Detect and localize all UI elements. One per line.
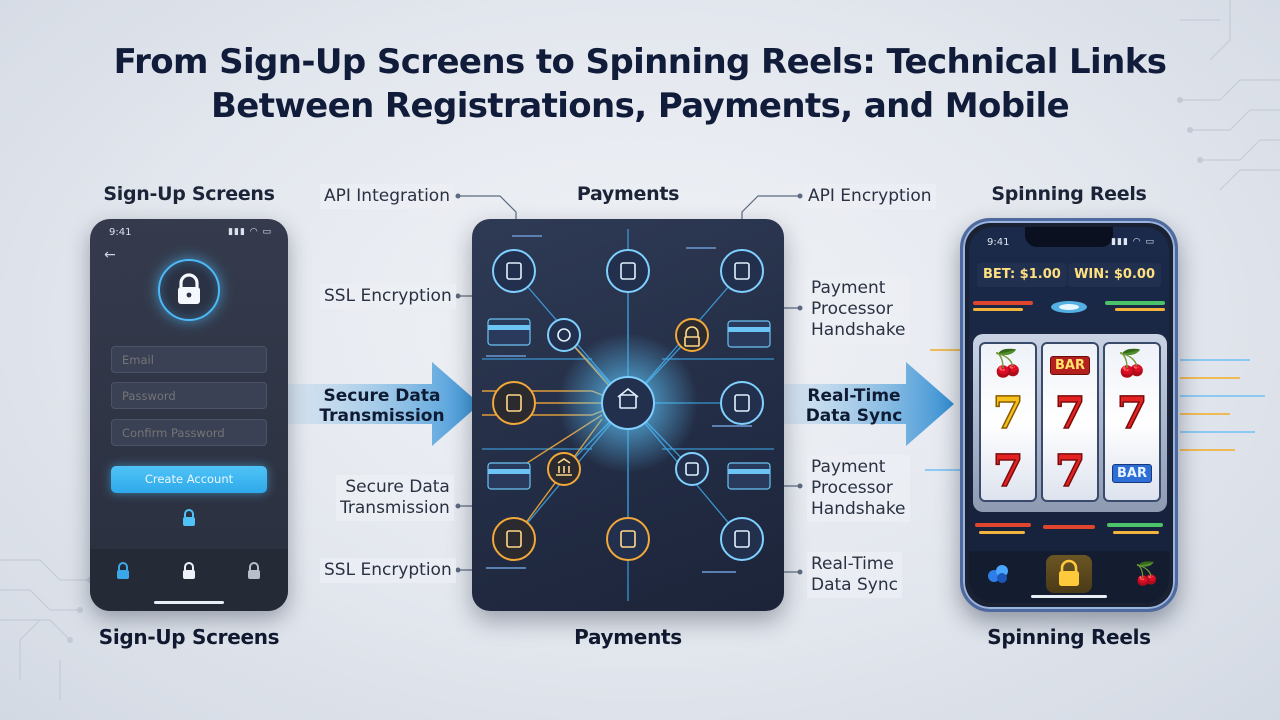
tab-lock-icon-2[interactable]: [180, 561, 198, 581]
payments-bottom-label: Payments: [574, 625, 682, 649]
reels-tab-bar: 🍒: [969, 551, 1169, 603]
reels-screen: 9:41 ▮▮▮ ◠ ▭ BET: $1.00 WIN: $0.00 🍒 7 7…: [969, 227, 1169, 603]
callout-pph-bottom-line-2: Processor: [811, 478, 893, 498]
arrow-left-label: Secure Data Transmission: [318, 386, 446, 426]
arrow-secure-data-transmission: [288, 362, 480, 446]
signup-bottom-label: Sign-Up Screens: [98, 625, 280, 649]
cherry-icon: 🍒: [991, 349, 1025, 379]
tab-lock-icon-3[interactable]: [245, 561, 263, 581]
callout-api-encryption: API Encryption: [804, 184, 936, 209]
reel-3: 🍒 7 BAR: [1103, 342, 1161, 502]
callout-api-integration: API Integration: [320, 184, 454, 209]
password-field[interactable]: [111, 382, 267, 409]
signup-tab-bar: [90, 549, 288, 611]
arrow-real-time-data-sync: [784, 362, 954, 446]
arrow-right-label: Real-Time Data Sync: [800, 386, 908, 426]
email-field[interactable]: [111, 346, 267, 373]
cherry-icon[interactable]: 🍒: [1133, 562, 1161, 587]
reel-footer-lights: [975, 523, 1163, 534]
callout-pph-bottom-line-1: Payment: [811, 457, 886, 477]
arrow-right-line-2: Data Sync: [805, 406, 903, 426]
callout-pph-top-line-1: Payment: [811, 278, 886, 298]
arrow-right-line-1: Real-Time: [807, 386, 901, 406]
lock-icon: [1059, 559, 1079, 586]
reels-bottom-label: Spinning Reels: [987, 625, 1151, 649]
payments-top-label: Payments: [576, 183, 680, 205]
seven-symbol: 7: [1054, 446, 1086, 497]
confirm-password-field[interactable]: [111, 419, 267, 446]
bar-symbol: BAR: [1112, 464, 1152, 483]
reels-phone: 9:41 ▮▮▮ ◠ ▭ BET: $1.00 WIN: $0.00 🍒 7 7…: [960, 218, 1178, 612]
callout-real-time-data-sync: Real-Time Data Sync: [807, 552, 902, 598]
tab-lock-icon-1[interactable]: [114, 561, 132, 581]
status-icons: ▮▮▮ ◠ ▭: [228, 227, 272, 237]
reels-top-label: Spinning Reels: [991, 183, 1147, 205]
callout-secure-line-1: Secure Data: [345, 477, 450, 497]
page-title: From Sign-Up Screens to Spinning Reels: …: [0, 40, 1280, 128]
callout-secure-data-transmission: Secure Data Transmission: [336, 475, 454, 521]
reel-2: BAR 7 7: [1041, 342, 1099, 502]
callout-ssl-encryption-bottom: SSL Encryption: [320, 558, 456, 583]
reel-1: 🍒 7 7: [979, 342, 1037, 502]
create-account-button[interactable]: Create Account: [111, 466, 267, 493]
small-lock-icon: [183, 509, 195, 526]
callout-pph-top-line-2: Processor: [811, 299, 893, 319]
signup-top-label: Sign-Up Screens: [103, 183, 275, 205]
title-line-2: Between Registrations, Payments, and Mob…: [210, 86, 1070, 126]
callout-pph-top-line-3: Handshake: [811, 320, 906, 340]
lock-icon: [178, 273, 200, 304]
signup-phone: 9:41 ▮▮▮ ◠ ▭ ← Create Account: [90, 219, 288, 611]
cherry-icon: 🍒: [1115, 349, 1149, 379]
home-indicator: [154, 601, 224, 604]
seven-symbol: 7: [992, 446, 1024, 497]
win-display: WIN: $0.00: [1068, 263, 1161, 287]
seven-symbol: 7: [1116, 388, 1148, 439]
seven-symbol: 7: [1054, 388, 1086, 439]
callout-payment-processor-handshake-bottom: Payment Processor Handshake: [807, 455, 910, 522]
arrow-left-line-2: Transmission: [319, 406, 445, 426]
dice-icon[interactable]: [985, 561, 1011, 587]
tab-lock-active[interactable]: [1046, 555, 1092, 593]
callout-secure-line-2: Transmission: [340, 498, 450, 518]
slot-reels: 🍒 7 7 BAR 7 7 🍒 7 BAR: [973, 334, 1167, 512]
seven-symbol: 7: [992, 388, 1024, 439]
payments-circuit-board: [472, 219, 784, 611]
callout-payment-processor-handshake-top: Payment Processor Handshake: [807, 276, 910, 343]
reels-status-time: 9:41: [987, 237, 1010, 248]
reels-status-icons: ▮▮▮ ◠ ▭: [1111, 237, 1155, 247]
arrow-left-line-1: Secure Data: [323, 386, 441, 406]
bar-symbol: BAR: [1050, 356, 1090, 375]
callout-rtds-line-2: Data Sync: [811, 575, 898, 595]
reel-header-lights: [973, 301, 1165, 313]
home-indicator: [1031, 595, 1107, 598]
back-arrow-icon[interactable]: ←: [104, 247, 116, 263]
callout-pph-bottom-line-3: Handshake: [811, 499, 906, 519]
bet-display: BET: $1.00: [977, 263, 1067, 287]
lock-badge: [158, 259, 220, 321]
payment-circuit-graphic: [482, 229, 774, 601]
callout-ssl-encryption-top: SSL Encryption: [320, 284, 456, 309]
title-line-1: From Sign-Up Screens to Spinning Reels: …: [113, 42, 1167, 82]
status-time: 9:41: [109, 227, 132, 238]
callout-rtds-line-1: Real-Time: [811, 554, 894, 574]
phone-notch: [1025, 227, 1113, 247]
